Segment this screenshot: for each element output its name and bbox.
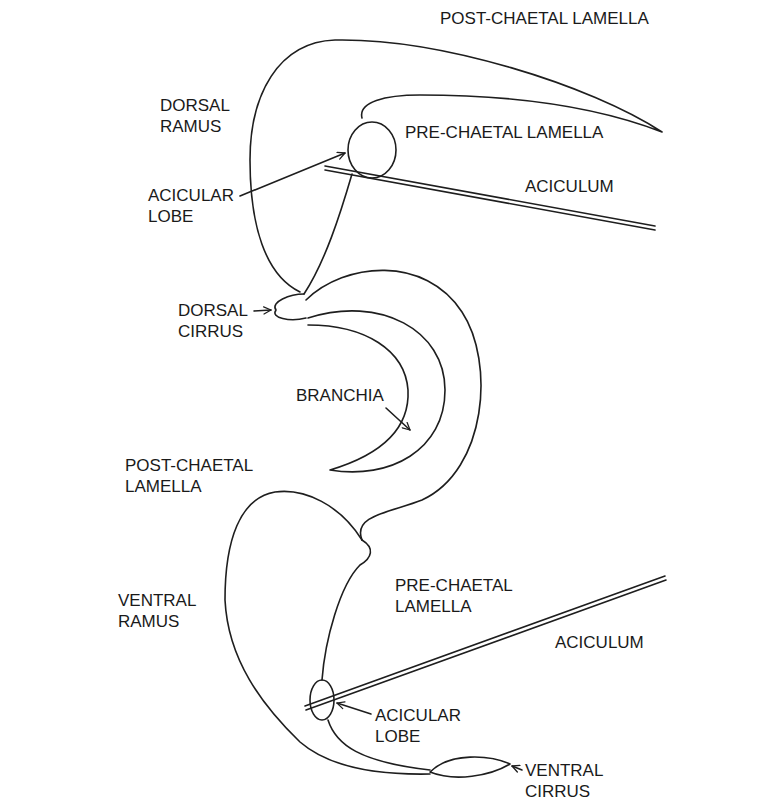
leader-arrow (254, 310, 271, 311)
part-label: ACICULAR LOBE (148, 185, 238, 227)
part-label: ACICULAR LOBE (375, 705, 465, 747)
body-outline (306, 270, 481, 540)
part-label: VENTRAL RAMUS (118, 590, 201, 632)
dorsal-cirrus-shape (275, 294, 306, 320)
acicular-lobe-shape (348, 122, 396, 178)
part-label: ACICULUM (555, 632, 644, 653)
aciculum-rod (305, 576, 665, 706)
aciculum-rod (306, 580, 666, 710)
aciculum-rod (325, 166, 655, 226)
part-label: PRE-CHAETAL LAMELLA (405, 122, 603, 143)
part-label: ACICULUM (525, 176, 614, 197)
part-label: POST-CHAETAL LAMELLA (125, 455, 258, 497)
leader-arrow (240, 153, 345, 196)
ventral-cirrus-shape (430, 757, 510, 777)
aciculum-rod (325, 170, 655, 230)
ventral-prechaetal-edge (322, 540, 370, 680)
part-label: DORSAL CIRRUS (178, 300, 252, 342)
part-label: BRANCHIA (296, 385, 384, 406)
leader-arrow (386, 408, 410, 430)
part-label: POST-CHAETAL LAMELLA (440, 8, 649, 29)
leader-arrow (512, 766, 522, 770)
part-label: DORSAL RAMUS (160, 95, 234, 137)
part-label: VENTRAL CIRRUS (525, 760, 608, 802)
part-label: PRE-CHAETAL LAMELLA (395, 575, 517, 617)
leader-arrow (337, 703, 371, 714)
